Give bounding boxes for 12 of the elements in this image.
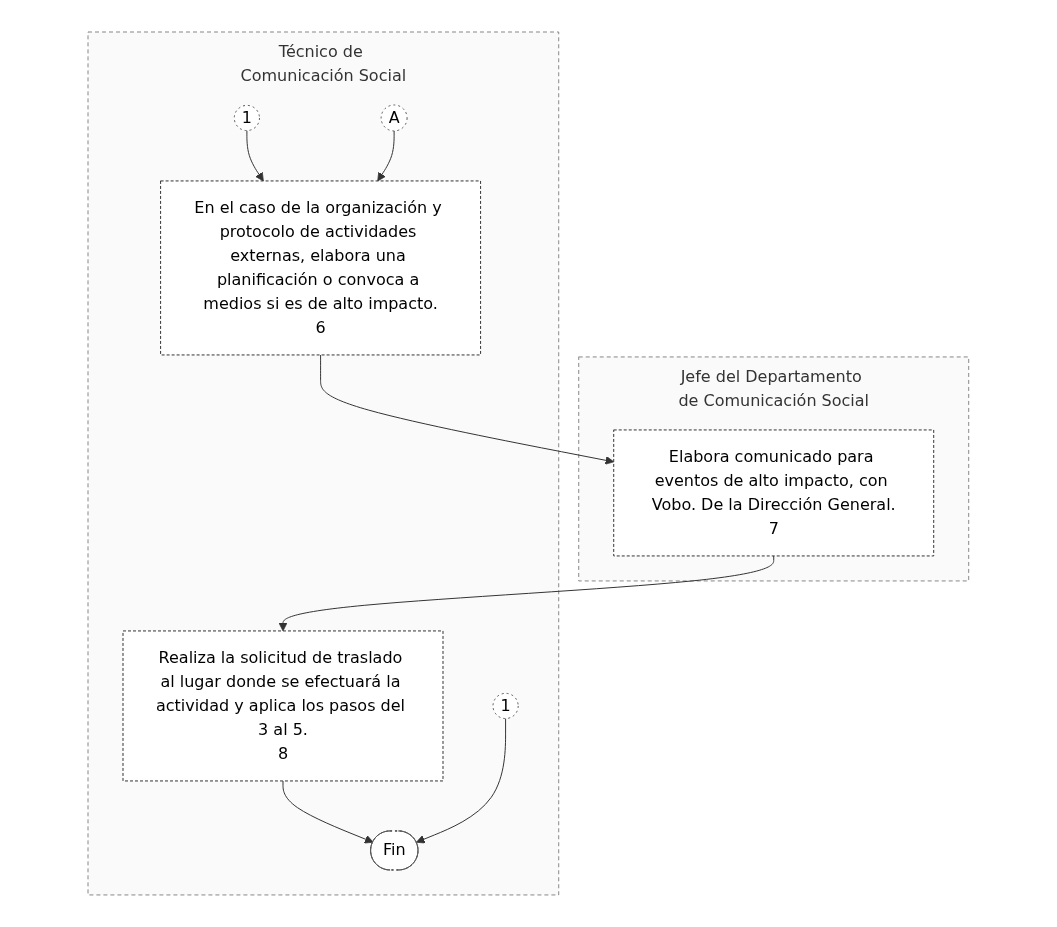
arrow [377, 130, 395, 182]
arrow [282, 780, 374, 844]
arrow [320, 354, 615, 465]
node-circle: 1 [233, 104, 261, 132]
arrow [278, 555, 775, 632]
node-box: En el caso de la organización y protocolo de actividades externas, elabora una planificación o convoca a medios si es de alto impacto. 6 [160, 180, 482, 356]
arrow [246, 130, 264, 182]
node-circle: 1 [492, 692, 519, 720]
node-circle: A [380, 104, 408, 132]
node-box: Realiza la solicitud de traslado al lugar donde se efectuará la actividad y aplica los pasos del 3 al 5. 8 [122, 630, 444, 782]
arrow [416, 718, 507, 844]
node-box: Elabora comunicado para eventos de alto impacto, con Vobo. De la Dirección General. 7 [613, 429, 935, 557]
